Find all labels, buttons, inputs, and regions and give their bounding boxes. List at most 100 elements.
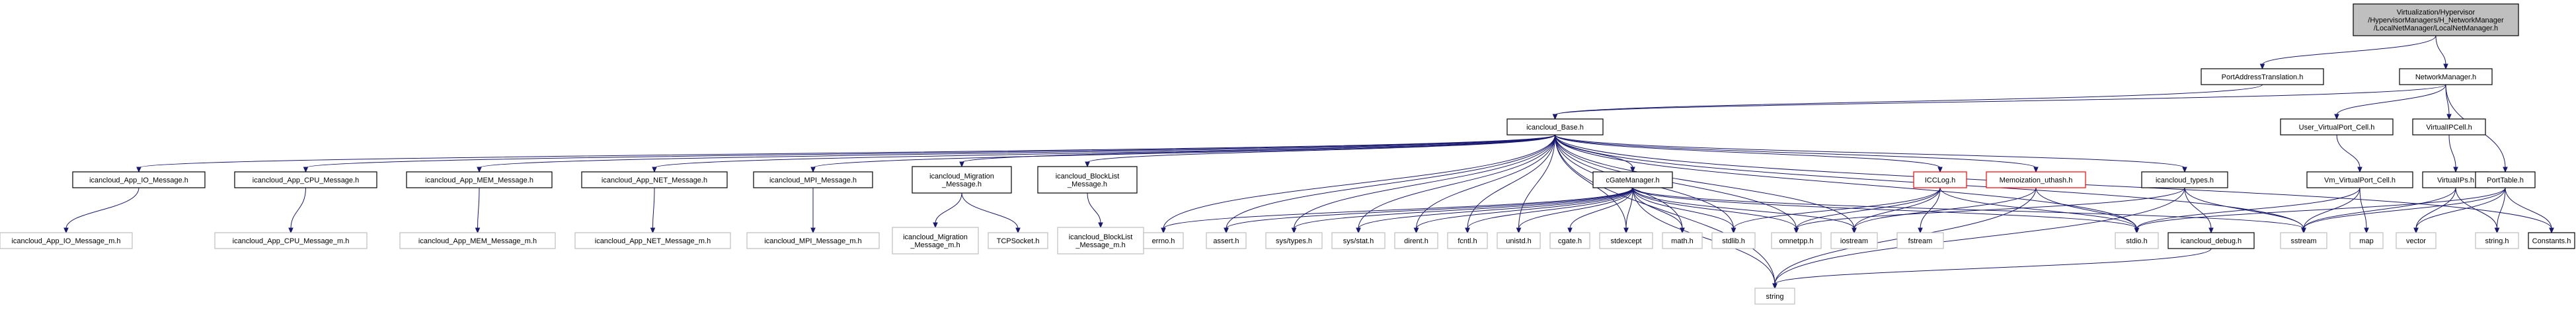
node-label-line: _Message_m.h <box>910 241 960 249</box>
node-vm-virtualport-cell[interactable]: Vm_VirtualPort_Cell.h <box>2306 171 2413 188</box>
node-omnetpp: omnetpp.h <box>1771 232 1822 249</box>
edge-line <box>1555 84 2263 116</box>
node-label-line: math.h <box>1671 237 1694 245</box>
node-box <box>2141 171 2228 188</box>
edge-line <box>1632 187 1797 229</box>
edge-line <box>1555 134 1627 229</box>
edge-network_manager-to-virtual_ip_cell <box>2445 84 2452 120</box>
node-box <box>1599 232 1653 249</box>
edge-cgate_manager-to-stdio <box>1632 187 2140 234</box>
node-label-line: icancloud_App_CPU_Message_m.h <box>233 237 350 245</box>
node-port-address-translation[interactable]: PortAddressTranslation.h <box>2201 68 2324 85</box>
node-icancloud-base[interactable]: icancloud_Base.h <box>1506 118 1604 136</box>
node-box <box>2349 232 2384 249</box>
edge-line <box>2035 187 2137 229</box>
edge-icancloud_debug-to-string <box>1772 248 2212 290</box>
edge-icancloud_base-to-cgate_manager <box>1555 134 1635 173</box>
node-sys-stat: sys/stat.h <box>1331 232 1386 249</box>
node-math: math.h <box>1662 232 1703 249</box>
edge-line <box>1854 187 1941 229</box>
edge-line <box>1467 134 1555 229</box>
node-label-line: _Message.h <box>941 180 982 188</box>
node-label-line: icancloud_App_CPU_Message.h <box>253 176 359 184</box>
node-box <box>1913 171 1967 188</box>
node-unistd: unistd.h <box>1497 232 1541 249</box>
edge-line <box>1632 187 1734 229</box>
node-label-line: icancloud_App_IO_Message.h <box>89 176 188 184</box>
node-box <box>1771 232 1822 249</box>
edge-line <box>1854 187 2037 229</box>
node-mpi-msg[interactable]: icancloud_MPI_Message.h <box>753 171 873 188</box>
node-icancloud-debug[interactable]: icancloud_debug.h <box>2167 232 2255 249</box>
edge-arrowhead <box>1015 227 1021 234</box>
edge-arrowhead <box>1918 227 1923 234</box>
node-box <box>1447 232 1488 249</box>
node-cgate-manager[interactable]: cGateManager.h <box>1592 171 1673 188</box>
node-root[interactable]: Virtualization/Hypervisor/HypervisorMana… <box>2353 3 2519 36</box>
edge-line <box>1358 187 1633 229</box>
edge-line <box>1163 134 1555 229</box>
edge-cgate_manager-to-stdexcept <box>1623 187 1633 234</box>
edge-arrowhead <box>650 227 656 234</box>
node-label-line: icancloud_debug.h <box>2181 237 2242 245</box>
node-user-virtualport-cell[interactable]: User_VirtualPort_Cell.h <box>2280 118 2394 136</box>
node-port-table[interactable]: PortTable.h <box>2475 171 2536 188</box>
node-sstream: sstream <box>2280 232 2327 249</box>
edge-arrowhead <box>2503 167 2508 173</box>
edge-arrowhead <box>933 222 938 229</box>
node-label-line: Virtualization/Hypervisor <box>2397 9 2476 17</box>
node-box <box>1986 171 2086 188</box>
edge-arrowhead <box>2182 167 2187 173</box>
edge-line <box>1632 187 2137 229</box>
node-mpi-msg-m: icancloud_MPI_Message_m.h <box>746 232 880 249</box>
edge-arrowhead <box>1291 227 1297 234</box>
edge-line <box>1087 192 1101 224</box>
edge-line <box>2359 187 2367 229</box>
edge-line <box>812 134 1555 169</box>
node-icc-log[interactable]: ICCLog.h <box>1913 171 1967 188</box>
node-migration-msg[interactable]: icancloud_Migration_Message.h <box>912 166 1012 194</box>
edge-line <box>961 192 1019 229</box>
node-box <box>1394 232 1438 249</box>
edge-icancloud_base-to-mpi_msg <box>810 134 1555 173</box>
node-app-net-msg[interactable]: icancloud_App_NET_Message.h <box>581 171 728 188</box>
node-network-manager[interactable]: NetworkManager.h <box>2399 68 2493 85</box>
edge-arrowhead <box>1098 222 1103 229</box>
node-icancloud-types[interactable]: icancloud_types.h <box>2141 171 2228 188</box>
edge-line <box>2448 134 2456 169</box>
node-box <box>746 232 880 249</box>
edge-icancloud_types-to-sstream <box>2184 187 2306 234</box>
node-label-line: icancloud_App_NET_Message_m.h <box>595 237 711 245</box>
edge-line <box>1733 187 1941 229</box>
edge-arrowhead <box>1552 114 1558 120</box>
node-box <box>1549 232 1590 249</box>
node-constants[interactable]: Constants.h <box>2528 232 2575 249</box>
edge-line <box>1796 187 2185 229</box>
edge-virtual_ips-to-sstream <box>2301 187 2456 234</box>
node-box <box>72 171 206 188</box>
node-virtual-ip-cell[interactable]: VirtualIPCell.h <box>2412 118 2486 136</box>
edge-line <box>2435 35 2446 65</box>
edge-line <box>1555 134 2185 169</box>
node-box <box>2396 232 2437 249</box>
edge-line <box>2303 187 2506 229</box>
node-label-line: PortAddressTranslation.h <box>2222 73 2304 81</box>
edge-arrowhead <box>288 227 293 234</box>
node-app-io-msg[interactable]: icancloud_App_IO_Message.h <box>72 171 206 188</box>
node-app-mem-msg[interactable]: icancloud_App_MEM_Message.h <box>406 171 553 188</box>
edge-cgate_manager-to-cgate <box>1567 187 1633 234</box>
edge-migration_msg-to-migration_msg_m <box>933 192 962 229</box>
node-label-line: cGateManager.h <box>1606 176 1659 184</box>
node-app-cpu-msg[interactable]: icancloud_App_CPU_Message.h <box>234 171 377 188</box>
node-blocklist-msg[interactable]: icancloud_BlockList_Message.h <box>1037 166 1138 194</box>
node-label-line: sys/types.h <box>1276 237 1312 245</box>
node-memoization-uthash[interactable]: Memoization_uthash.h <box>1986 171 2086 188</box>
edge-port_table-to-stdio <box>2134 187 2506 234</box>
node-label-line: errno.h <box>1152 237 1175 245</box>
edges-layer <box>63 35 2554 290</box>
node-assert: assert.h <box>1206 232 1247 249</box>
node-label-line: assert.h <box>1213 237 1239 245</box>
node-string-h: string.h <box>2475 232 2519 249</box>
edge-line <box>935 192 962 224</box>
edge-port_table-to-sstream <box>2301 187 2506 234</box>
